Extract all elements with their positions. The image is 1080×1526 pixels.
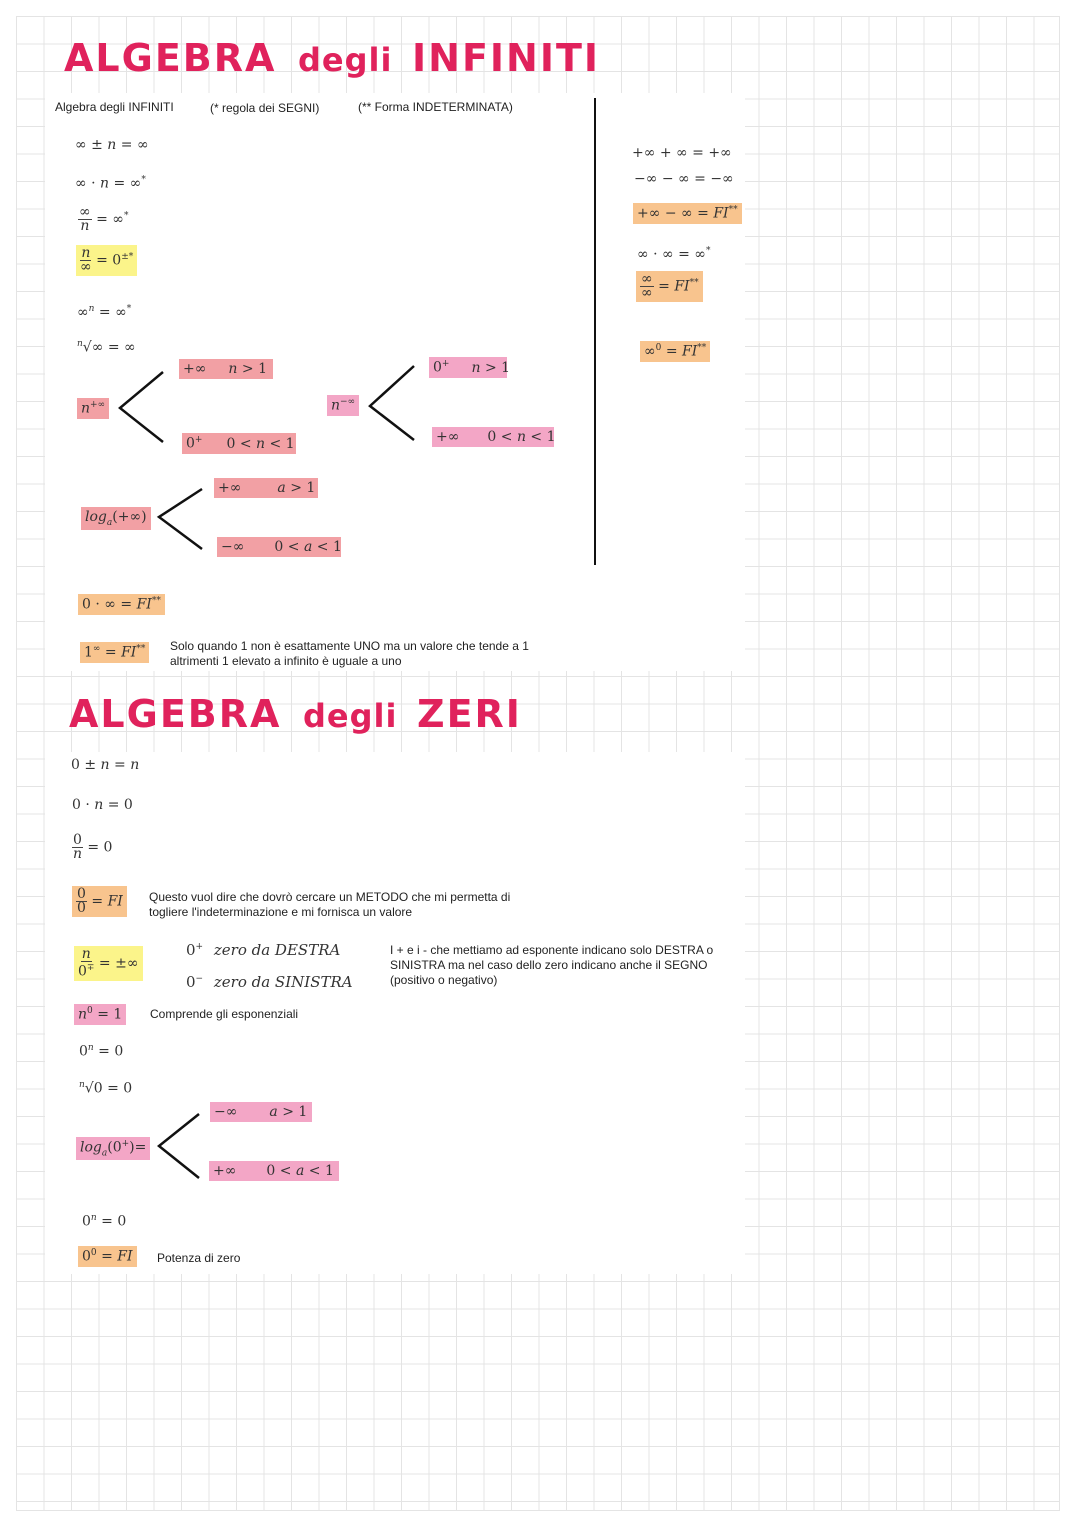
formula-inf-plus-n: ∞ ± n = ∞ — [75, 137, 149, 153]
n-plus-inf-upper: +∞n > 1 — [179, 359, 273, 379]
zero-minus-label: 0− zero da SINISTRA — [186, 973, 353, 991]
n-plus-inf-root: n+∞ — [77, 398, 110, 419]
formula-zero-pow-n: 0n = 0 — [79, 1043, 124, 1060]
n-minus-inf-lower: +∞0 < n < 1 — [432, 427, 556, 447]
formula-inf-times-n: ∞ · n = ∞* — [75, 175, 146, 192]
title-word-infiniti: INFINITI — [412, 36, 601, 80]
formula-n-pow-zero: n0 = 1 — [74, 1004, 127, 1025]
formula-inf-pow-n: ∞n = ∞* — [77, 304, 132, 321]
formula-inf-over-inf: ∞∞ = FI** — [636, 271, 703, 302]
branch-lines-log-inf — [156, 487, 203, 551]
zero-pow-zero-note: Potenza di zero — [157, 1251, 241, 1265]
column-divider — [594, 98, 596, 565]
formula-root-zero: n√0 = 0 — [79, 1080, 133, 1097]
formula-zero-pow-n-2: 0n = 0 — [82, 1213, 127, 1230]
log-inf-root: loga(+∞) — [81, 507, 151, 530]
n-plus-inf-lower: 0+0 < n < 1 — [182, 433, 296, 454]
formula-inf-over-n: ∞n = ∞* — [78, 204, 129, 234]
n-minus-inf-root: n−∞ — [327, 395, 360, 416]
sign-note: I + e i - che mettiamo ad esponente indi… — [390, 943, 714, 987]
n-minus-inf-upper: 0+n > 1 — [429, 357, 510, 378]
formula-minf-minus-inf: −∞ − ∞ = −∞ — [634, 171, 734, 187]
title-word-algebra: ALGEBRA — [69, 692, 282, 736]
infiniti-title: ALGEBRA degli INFINITI — [64, 36, 600, 80]
formula-zero-plus-n: 0 ± n = n — [71, 757, 140, 773]
formula-inf-pow-zero: ∞0 = FI** — [640, 341, 711, 362]
header-forma-indeterminata: (** Forma INDETERMINATA) — [358, 100, 513, 114]
zero-plus-label: 0+ zero da DESTRA — [186, 941, 341, 959]
zeri-panel — [45, 752, 745, 1274]
title-word-degli: degli — [302, 697, 398, 735]
log-inf-upper: +∞a > 1 — [214, 478, 318, 498]
zeri-title: ALGEBRA degli ZERI — [69, 692, 522, 736]
formula-one-pow-inf: 1∞ = FI** — [80, 642, 150, 663]
log-zero-root: loga(0+)= — [76, 1137, 151, 1161]
title-word-zeri: ZERI — [417, 692, 522, 736]
one-pow-inf-note: Solo quando 1 non è esattamente UNO ma u… — [170, 639, 529, 668]
title-word-degli: degli — [297, 41, 393, 79]
zero-over-zero-note: Questo vuol dire che dovrò cercare un ME… — [149, 890, 511, 919]
branch-lines-log-zero — [156, 1113, 200, 1179]
formula-zero-pow-zero: 00 = FI — [78, 1246, 137, 1267]
formula-n-over-inf: n∞ = 0±* — [76, 245, 138, 276]
branch-lines-n-minus-inf — [368, 365, 415, 441]
formula-zero-times-n: 0 · n = 0 — [72, 797, 133, 813]
header-algebra-infiniti: Algebra degli INFINITI — [55, 100, 174, 114]
log-zero-upper: −∞a > 1 — [210, 1102, 312, 1122]
title-word-algebra: ALGEBRA — [64, 36, 277, 80]
branch-lines-n-plus-inf — [118, 371, 164, 443]
formula-pinf-plus-inf: +∞ + ∞ = +∞ — [632, 145, 732, 161]
log-zero-lower: +∞0 < a < 1 — [209, 1161, 339, 1181]
log-inf-lower: −∞0 < a < 1 — [217, 537, 342, 557]
formula-pinf-minus-inf: +∞ − ∞ = FI** — [633, 203, 742, 224]
header-regola-segni: (* regola dei SEGNI) — [210, 101, 320, 115]
formula-inf-times-inf: ∞ · ∞ = ∞* — [637, 246, 711, 263]
n-pow-zero-note: Comprende gli esponenziali — [150, 1007, 299, 1021]
formula-root-inf: n√∞ = ∞ — [77, 339, 136, 356]
formula-zero-times-inf: 0 · ∞ = FI** — [78, 594, 165, 615]
